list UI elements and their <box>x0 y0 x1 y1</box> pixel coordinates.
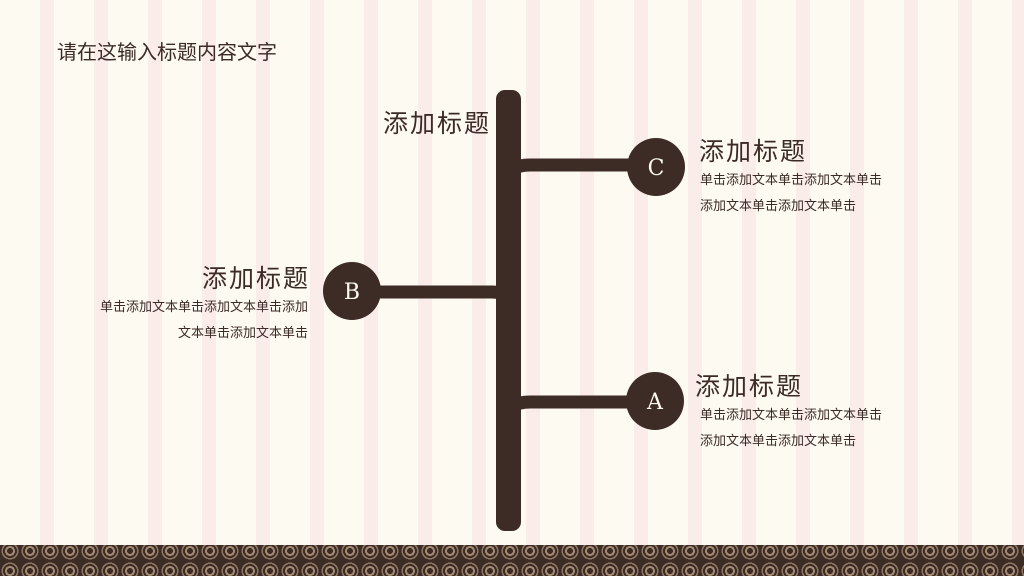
node-a-title: 添加标题 <box>695 372 804 401</box>
node-b-body-line2: 文本单击添加文本单击 <box>177 326 308 341</box>
node-a-body-line2: 添加文本单击添加文本单击 <box>700 434 857 449</box>
node-b-letter: B <box>344 280 360 305</box>
branch-a <box>498 395 647 432</box>
page-title: 请在这输入标题内容文字 <box>57 40 277 64</box>
node-c-body-line1: 单击添加文本单击添加文本单击 <box>700 173 883 188</box>
node-a-circle <box>626 372 684 430</box>
node-c-letter: C <box>648 156 665 181</box>
node-a-letter: A <box>646 390 664 415</box>
node-c-title: 添加标题 <box>699 137 808 166</box>
node-b-body-line1: 单击添加文本单击添加文本单击添加 <box>99 300 308 315</box>
trunk-top-title: 添加标题 <box>382 109 491 138</box>
node-c-body-line2: 添加文本单击添加文本单击 <box>700 199 857 214</box>
node-b-title: 添加标题 <box>201 264 310 293</box>
branch-b <box>363 285 519 319</box>
node-b-circle <box>323 262 381 320</box>
node-a-body-line1: 单击添加文本单击添加文本单击 <box>700 408 883 423</box>
decorative-footer-band <box>0 545 1024 576</box>
node-c-circle <box>627 138 685 196</box>
branch-c <box>498 158 647 195</box>
